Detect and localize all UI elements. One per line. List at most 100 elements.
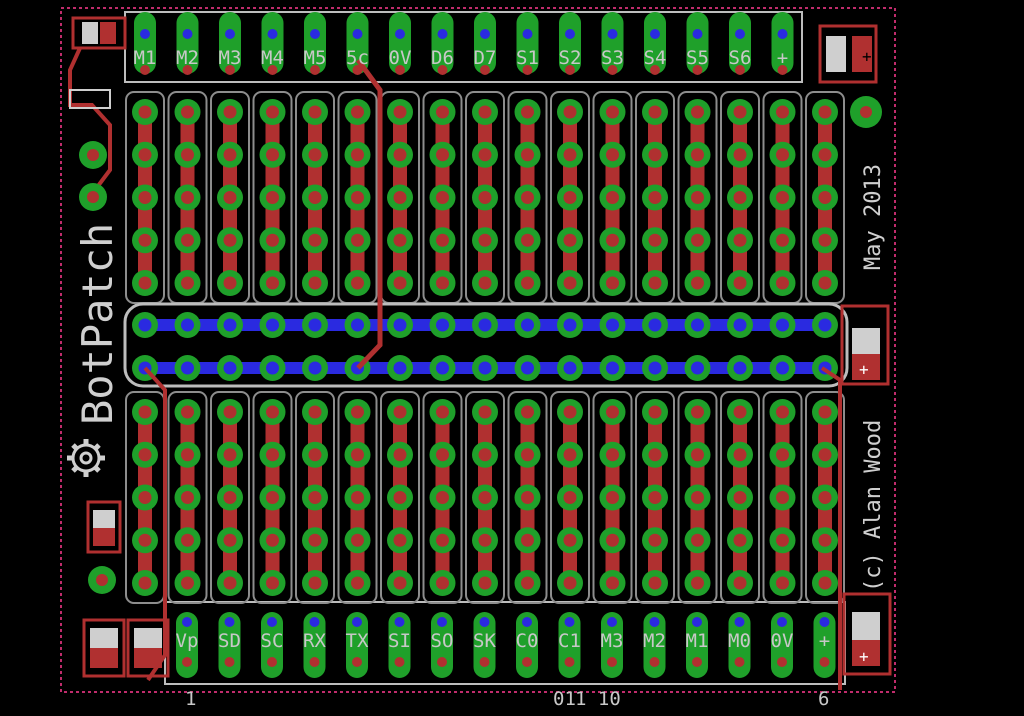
smd-component-top-left	[68, 16, 127, 211]
bottom-header-pin	[473, 612, 496, 678]
board-date: May 2013	[861, 164, 886, 270]
pin-number-right: 6	[818, 688, 829, 710]
breadboard-column-upper	[125, 91, 165, 304]
breadboard-column-lower	[210, 391, 250, 604]
bottom-header-label: M3	[601, 630, 624, 652]
breadboard-columns	[125, 91, 845, 604]
bottom-header-label: SC	[261, 630, 284, 652]
breadboard-column-lower	[592, 391, 633, 604]
top-header-pin	[304, 12, 326, 75]
breadboard-column-lower	[677, 391, 718, 604]
breadboard-column-lower	[507, 391, 548, 604]
bottom-header-label: +	[819, 630, 830, 652]
top-header-pin	[134, 12, 156, 75]
top-header-label: S6	[729, 47, 752, 69]
top-header-pin	[729, 12, 751, 75]
breadboard-column-lower	[550, 391, 590, 604]
bottom-header-label: SO	[431, 630, 454, 652]
board-copyright: (c) Alan Wood	[861, 420, 886, 592]
top-header-pin	[516, 12, 539, 75]
breadboard-column-lower	[295, 391, 335, 604]
open-hardware-gear-icon	[67, 439, 105, 477]
top-header-pin	[389, 12, 411, 75]
board-outline	[60, 7, 896, 693]
bottom-header-pin	[813, 612, 836, 678]
bottom-header-pin	[643, 612, 666, 678]
cap-plus-mark: +	[859, 647, 869, 666]
top-header-label: S5	[686, 47, 709, 69]
breadboard-column-upper	[720, 91, 760, 304]
pin-number-mid-a: 01	[553, 688, 576, 710]
breadboard-column-lower	[635, 391, 675, 604]
top-header-pin	[261, 12, 284, 75]
top-header-label: M5	[304, 47, 327, 69]
breadboard-column-lower	[465, 391, 505, 604]
bottom-header-pin	[176, 612, 198, 678]
top-header-label: D7	[474, 47, 497, 69]
breadboard-column-lower	[167, 391, 208, 604]
top-header-pin	[219, 12, 241, 75]
top-header-pin	[431, 12, 454, 75]
bottom-header-pin	[261, 612, 283, 678]
bottom-header-pin	[431, 612, 453, 678]
bottom-header-label: TX	[346, 630, 369, 652]
top-header-label: S2	[559, 47, 582, 69]
bottom-header-pin	[686, 612, 708, 678]
top-header-strip	[124, 11, 803, 83]
breadboard-column-upper	[337, 91, 378, 304]
bottom-header-label: M1	[686, 630, 709, 652]
bottom-header-label: C1	[558, 630, 581, 652]
top-header-pin	[601, 12, 624, 75]
top-header-label: S1	[516, 47, 539, 69]
bottom-header-label: SD	[218, 630, 241, 652]
breadboard-column-upper	[762, 91, 803, 304]
top-header-label: M4	[261, 47, 284, 69]
top-header-label: +	[777, 47, 788, 69]
breadboard-column-upper	[465, 91, 505, 304]
bottom-header-pin	[303, 612, 326, 678]
jumper-trace-right	[820, 366, 842, 690]
pin-number-mid-b: 1 10	[575, 688, 621, 710]
bottom-header-pin	[346, 612, 368, 678]
bottom-header-label: Vp	[176, 630, 199, 652]
board-title: BotPatch	[73, 223, 122, 425]
breadboard-column-lower	[380, 391, 420, 604]
breadboard-column-upper	[167, 91, 208, 304]
top-header-pin	[559, 12, 581, 75]
breadboard-column-upper	[210, 91, 250, 304]
power-rail-outline	[123, 302, 849, 388]
breadboard-column-upper	[295, 91, 335, 304]
bottom-header-pin	[388, 612, 411, 678]
power-rail-upper	[132, 312, 838, 338]
breadboard-column-upper	[677, 91, 718, 304]
breadboard-column-lower	[125, 391, 165, 604]
top-header-label: M2	[176, 47, 199, 69]
pin-number-left: 1	[185, 688, 196, 710]
breadboard-column-upper	[592, 91, 633, 304]
smd-component-mid-right: +	[840, 304, 890, 386]
bottom-header-label: RX	[303, 630, 326, 652]
bottom-header-pin	[218, 612, 241, 678]
bottom-header-label: SK	[473, 630, 496, 652]
bottom-header-pin	[516, 612, 538, 678]
breadboard-column-lower	[337, 391, 378, 604]
bottom-header-label: M2	[643, 630, 666, 652]
breadboard-column-lower	[720, 391, 760, 604]
top-header-pin	[686, 12, 709, 75]
breadboard-column-upper	[550, 91, 590, 304]
top-header-label: 5c	[346, 47, 369, 69]
bottom-header-label: C0	[516, 630, 539, 652]
bottom-header-label: M0	[728, 630, 751, 652]
breadboard-column-upper	[380, 91, 420, 304]
bottom-header-pin	[771, 612, 793, 678]
bottom-header-pin	[601, 612, 623, 678]
top-header-label: D6	[431, 47, 454, 69]
breadboard-column-lower	[805, 391, 845, 604]
top-header-label: 0V	[389, 47, 412, 69]
breadboard-column-lower	[422, 391, 463, 604]
breadboard-column-lower	[252, 391, 293, 604]
breadboard-column-upper	[507, 91, 548, 304]
